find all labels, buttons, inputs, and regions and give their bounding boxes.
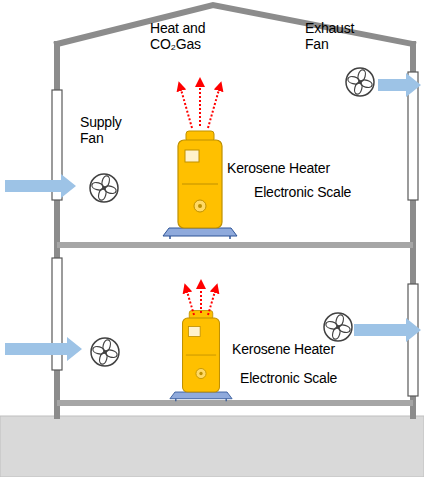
heat-co2-arrow (200, 284, 202, 313)
kerosene-heater (163, 131, 237, 401)
window (52, 72, 418, 396)
kerosene-heater (163, 131, 237, 239)
house-outline (54, 405, 60, 416)
fan-symbol (346, 68, 374, 96)
ground (0, 416, 424, 477)
floor-slab (57, 400, 413, 406)
heat-co2-arrow (208, 288, 216, 315)
air-flow-arrow (5, 174, 76, 198)
house-outline (410, 405, 416, 416)
heat-co2-arrow (208, 86, 220, 128)
fan-symbol (90, 174, 118, 202)
heat-co2-arrow (180, 86, 192, 128)
fan-label: Supply Fan (80, 114, 130, 146)
house-outline (57, 5, 413, 416)
ground (0, 416, 424, 477)
air-flow-arrow (5, 337, 82, 361)
air-flow-arrow (354, 318, 421, 342)
house-outline (57, 5, 413, 44)
fan-symbol (90, 68, 374, 366)
scale-label: Electronic Scale (254, 184, 351, 200)
fan-symbol (91, 338, 119, 366)
heat-co2-arrow (186, 288, 194, 315)
heat-co2-arrow (180, 82, 220, 315)
heat-co2-arrow (199, 82, 201, 126)
heater-label: Kerosene Heater (227, 160, 330, 176)
window (408, 284, 418, 396)
kerosene-heater (170, 311, 232, 402)
scale-label: Electronic Scale (240, 370, 337, 386)
emission-label: Heat and CO₂Gas (150, 20, 222, 52)
fan-symbol (324, 313, 352, 341)
air-flow-arrow (378, 73, 421, 97)
floor-slab (57, 242, 413, 248)
fan-label: Exhaust Fan (305, 20, 365, 52)
heater-label: Kerosene Heater (232, 341, 335, 357)
